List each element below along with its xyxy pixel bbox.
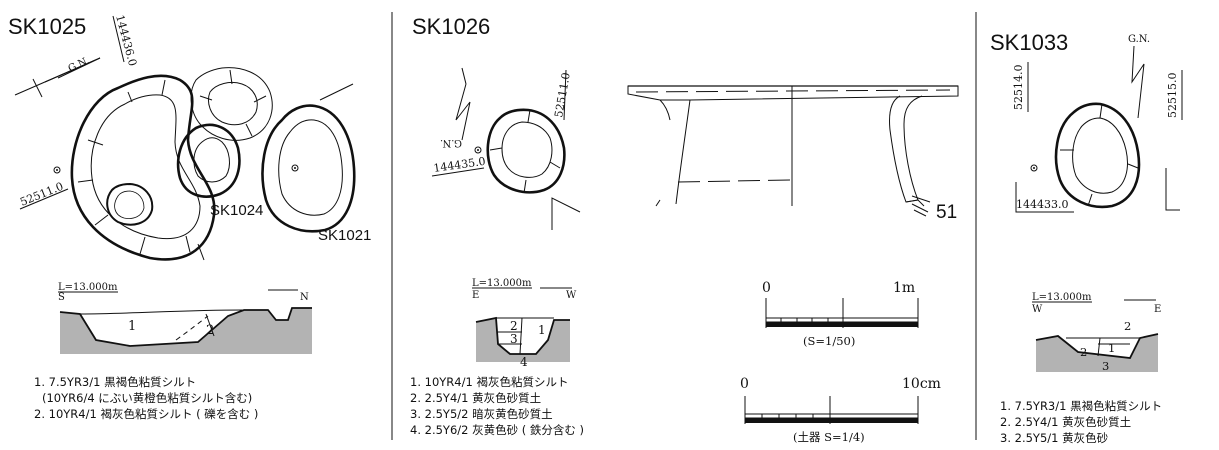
sk1026-legend-4: 4. 2.5Y6/2 灰黄色砂 ( 鉄分含む ): [410, 423, 584, 437]
sk1033-layer-2a: 2: [1124, 319, 1131, 333]
sk1026-layer-4: 4: [520, 355, 528, 369]
sk1025-title: SK1025: [8, 14, 86, 39]
scale-pit-zero: 0: [762, 280, 771, 296]
sk1026-north-arrow-icon: [455, 67, 471, 141]
sk1033-legend-1: 1. 7.5YR3/1 黒褐色粘質シルト: [1000, 399, 1162, 413]
sk1033-panel: SK1033 G.N. 52514.0 52515.0 144433.0 L=1…: [990, 30, 1183, 445]
sk1033-layer-1: 1: [1108, 341, 1115, 355]
sk1025-coord-x-line: [112, 15, 125, 63]
scale-pot-zero: 0: [740, 376, 749, 392]
sk1021-pit-inner: [278, 119, 343, 216]
sk1025-legend-1b: (10YR6/4 にぶい黄橙色粘質シルト含む): [42, 391, 252, 405]
artifact-51-number: 51: [936, 202, 957, 223]
sk1033-dir-right: E: [1154, 304, 1161, 315]
sk1033-legend-2: 2. 2.5Y4/1 黄灰色砂質土: [1000, 415, 1131, 429]
sk1033-north-arrow-icon: [1131, 45, 1145, 119]
sk1026-legend-1: 1. 10YR4/1 褐灰色粘質シルト: [410, 375, 568, 389]
sk1025-pit-outline: [70, 74, 216, 261]
sk1025-legend-2: 2. 10YR4/1 褐灰色粘質シルト ( 礫を含む ): [34, 407, 258, 421]
sk1025-section-soil: [60, 308, 312, 354]
sk1024-pit-inner: [193, 137, 230, 183]
sk1026-layer-1: 1: [538, 323, 546, 337]
sk1033-coord-a: 52514.0: [1012, 65, 1025, 111]
sk1026-dir-right: W: [566, 290, 577, 301]
sk1025-upper-hachures: [199, 69, 267, 137]
sk1025-layer-2: 2: [206, 323, 214, 338]
sk1033-layer-2b: 2: [1080, 345, 1087, 359]
sk1025-inner-pit-edge: [114, 190, 145, 219]
sk1025-coord-y: 52511.0: [18, 180, 65, 209]
sk1021-label: SK1021: [318, 227, 371, 244]
sk1026-datum-icon: [474, 146, 482, 154]
sk1021-datum-icon: [291, 164, 299, 172]
sk1025-datum-icon: [53, 166, 61, 174]
sk1033-coord-c: 144433.0: [1016, 198, 1069, 211]
sk1026-panel: SK1026 G.N. 52511.0 144435.0: [410, 14, 959, 437]
sk1025-north-arrow-icon: [14, 57, 101, 98]
sk1026-pit-outline: [486, 108, 566, 194]
sk1033-title: SK1033: [990, 30, 1068, 55]
sk1025-north-label: G.N.: [67, 55, 92, 74]
sk1025-upper-pit: [190, 67, 273, 141]
sk1025-dir-right: N: [300, 292, 309, 303]
sk1033-layer-3: 3: [1102, 359, 1109, 373]
sk1021-pit-outline: [261, 104, 356, 233]
scale-pit-ratio: (S=1/50): [803, 334, 855, 348]
sk1025-panel: SK1025 G.N. 144436.0: [8, 13, 371, 421]
scale-pot-ratio: (土器 S=1/4): [793, 430, 865, 444]
sk1033-north-label: G.N.: [1128, 34, 1150, 45]
sk1026-dir-left: E: [472, 290, 479, 301]
sk1026-legend-2: 2. 2.5Y4/1 黄灰色砂質土: [410, 391, 541, 405]
scale-pit-end: 1m: [893, 280, 915, 296]
sk1025-coord-x: 144436.0: [113, 13, 139, 67]
sk1026-coord-y: 52511.0: [552, 71, 573, 118]
sk1025-upper-pit-inner: [208, 81, 258, 126]
sk1025-layer-1: 1: [128, 319, 136, 334]
sk1026-north-label: G.N.: [440, 137, 462, 148]
sk1033-legend-3: 3. 2.5Y5/1 黄灰色砂: [1000, 431, 1109, 445]
sk1026-pit-inner: [501, 121, 553, 178]
sk1026-layer-2: 2: [510, 319, 518, 333]
sk1025-inner-pit: [106, 182, 154, 226]
sk1026-section-soil: [476, 318, 570, 362]
scale-bar-pit: 0 1m (S=1/50): [762, 280, 919, 348]
sk1024-label: SK1024: [210, 202, 263, 219]
sk1033-elevation: L=13.000m: [1032, 292, 1092, 303]
sk1026-title: SK1026: [412, 14, 490, 39]
sk1025-elevation: L=13.000m: [58, 282, 118, 293]
sk1033-pit-outline: [1054, 102, 1141, 209]
sk1033-pit-inner: [1072, 117, 1128, 194]
sk1025-pit-inner: [90, 94, 201, 240]
sk1025-hachures: [77, 79, 191, 255]
sk1033-coord-b: 52515.0: [1166, 73, 1179, 119]
scale-bar-pot: 0 10cm (土器 S=1/4): [740, 376, 941, 444]
sk1026-layer-3: 3: [510, 332, 518, 346]
sk1026-legend-3: 3. 2.5Y5/2 暗灰黄色砂質土: [410, 407, 553, 421]
sk1025-legend-1: 1. 7.5YR3/1 黒褐色粘質シルト: [34, 375, 196, 389]
sk1033-dir-left: W: [1032, 304, 1043, 315]
sk1025-dir-left: S: [58, 292, 65, 303]
scale-pot-end: 10cm: [902, 376, 941, 392]
sk1024-pit-outline: [176, 123, 241, 198]
sk1026-elevation: L=13.000m: [472, 278, 532, 289]
artifact-51-drawing: [627, 85, 959, 217]
sk1033-datum-icon: [1030, 164, 1038, 172]
